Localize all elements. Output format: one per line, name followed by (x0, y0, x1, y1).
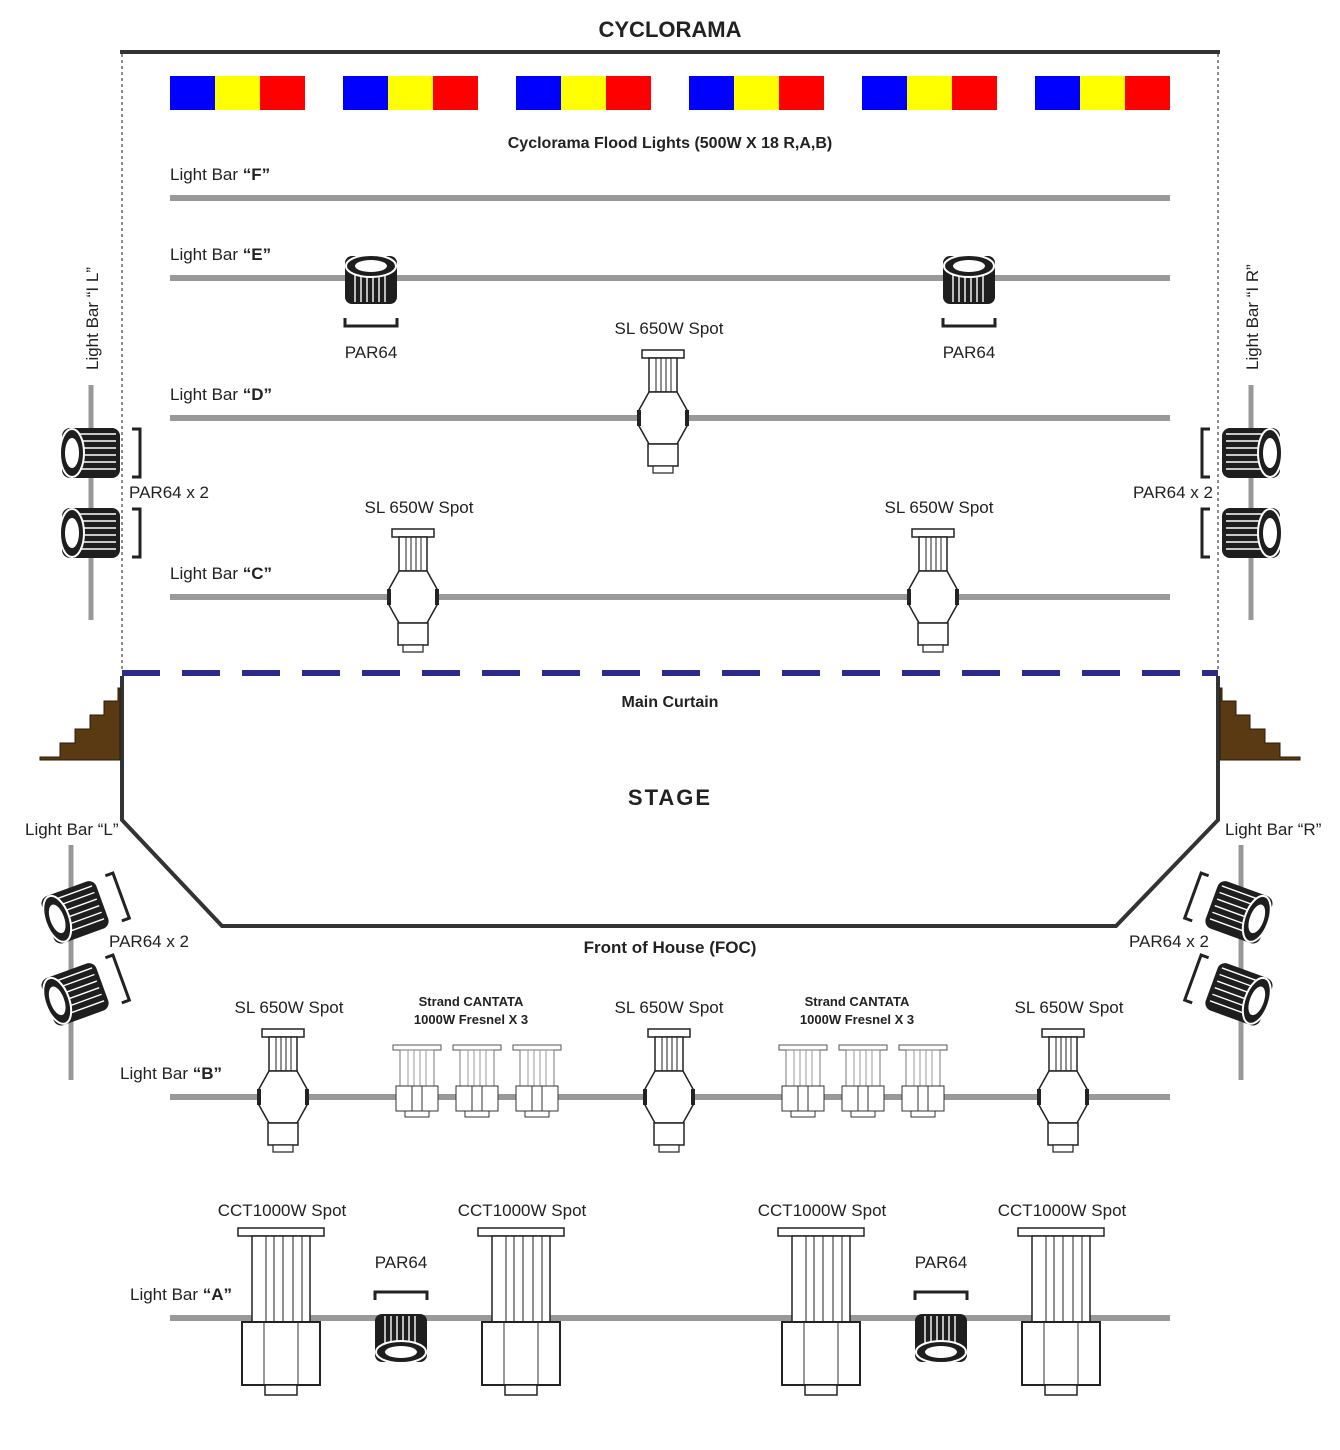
sl-spot-label: SL 650W Spot (615, 998, 724, 1017)
par64-icon (343, 253, 399, 328)
flood-amber (388, 76, 433, 110)
diagram-title: CYCLORAMA (599, 17, 742, 42)
light-bar-ir-label: Light Bar “I R” (1243, 264, 1262, 370)
sl-spot-label: SL 650W Spot (615, 319, 724, 338)
par64-x2-label: PAR64 x 2 (1133, 483, 1213, 502)
light-bar-l-label: Light Bar “L” (25, 820, 119, 839)
light-bar-e-label: Light Bar “E” (170, 245, 271, 264)
cct-spot-icon (477, 1227, 565, 1396)
flood-unit (689, 76, 824, 110)
flood-unit (1035, 76, 1170, 110)
par64-icon (1200, 506, 1284, 560)
par64-label: PAR64 (375, 1253, 428, 1272)
cct-spot-label: CCT1000W Spot (758, 1201, 887, 1220)
sl-spot-icon (636, 349, 690, 474)
sl-spot-icon (256, 1028, 310, 1153)
sl-spot-icon (1036, 1028, 1090, 1153)
flood-blue (1035, 76, 1080, 110)
par64-label: PAR64 (345, 343, 398, 362)
sl-spot-icon (906, 528, 960, 653)
light-bar-b-label: Light Bar “B” (120, 1064, 222, 1083)
cyclorama-flood-label: Cyclorama Flood Lights (500W X 18 R,A,B) (508, 135, 833, 152)
par64-icon (1200, 426, 1284, 480)
flood-unit (170, 76, 305, 110)
stage-label: STAGE (628, 785, 712, 810)
stairs-left-icon (39, 687, 121, 761)
light-bar-f-label: Light Bar “F” (170, 165, 270, 184)
flood-blue (516, 76, 561, 110)
par64-icon (58, 506, 142, 560)
flood-blue (862, 76, 907, 110)
cyclorama-flood-lights (170, 76, 1170, 110)
cct-spot-icon (237, 1227, 325, 1396)
cantata-label-line2: 1000W Fresnel X 3 (414, 1012, 528, 1027)
cct-spot-icon (777, 1227, 865, 1396)
main-curtain-label: Main Curtain (622, 694, 719, 711)
light-bar-il-label: Light Bar “I L” (83, 267, 102, 370)
flood-amber (734, 76, 779, 110)
sl-spot-icon (386, 528, 440, 653)
flood-red (260, 76, 305, 110)
flood-amber (561, 76, 606, 110)
light-bar-d-label: Light Bar “D” (170, 385, 272, 404)
par64-x2-label: PAR64 x 2 (129, 483, 209, 502)
sl-spot-label: SL 650W Spot (365, 498, 474, 517)
flood-unit (862, 76, 997, 110)
flood-red (779, 76, 824, 110)
par64-icon (941, 253, 997, 328)
front-of-house-label: Front of House (FOC) (584, 938, 757, 957)
flood-blue (170, 76, 215, 110)
flood-unit (516, 76, 651, 110)
fresnel-icon (392, 1044, 442, 1118)
cct-spot-label: CCT1000W Spot (998, 1201, 1127, 1220)
fresnel-icon (778, 1044, 828, 1118)
par64-label: PAR64 (943, 343, 996, 362)
cct-spot-label: CCT1000W Spot (218, 1201, 347, 1220)
flood-red (606, 76, 651, 110)
flood-blue (343, 76, 388, 110)
fresnel-icon (512, 1044, 562, 1118)
stairs-right-icon (1219, 687, 1301, 761)
par64-icon (373, 1290, 429, 1365)
par64-x2-label: PAR64 x 2 (109, 932, 189, 951)
sl-spot-label: SL 650W Spot (885, 498, 994, 517)
sl-spot-icon (642, 1028, 696, 1153)
par64-label: PAR64 (915, 1253, 968, 1272)
fresnel-icon (898, 1044, 948, 1118)
par64-icon (913, 1290, 969, 1365)
fresnel-icon (452, 1044, 502, 1118)
sl-spot-label: SL 650W Spot (235, 998, 344, 1017)
light-bar-a-label: Light Bar “A” (130, 1285, 232, 1304)
light-bar-r-label: Light Bar “R” (1225, 820, 1322, 839)
flood-amber (1080, 76, 1125, 110)
par64-icon (58, 426, 142, 480)
flood-amber (907, 76, 952, 110)
flood-blue (689, 76, 734, 110)
fresnel-icon (838, 1044, 888, 1118)
light-bar-c-label: Light Bar “C” (170, 564, 272, 583)
flood-unit (343, 76, 478, 110)
sl-spot-label: SL 650W Spot (1015, 998, 1124, 1017)
par64-icon (1182, 952, 1279, 1030)
par64-icon (35, 952, 132, 1030)
flood-red (1125, 76, 1170, 110)
cct-spot-label: CCT1000W Spot (458, 1201, 587, 1220)
cantata-label-line2: 1000W Fresnel X 3 (800, 1012, 914, 1027)
stage-outline (120, 676, 1220, 928)
cantata-label-line1: Strand CANTATA (419, 994, 524, 1009)
flood-amber (215, 76, 260, 110)
cct-spot-icon (1017, 1227, 1105, 1396)
flood-red (433, 76, 478, 110)
flood-red (952, 76, 997, 110)
par64-x2-label: PAR64 x 2 (1129, 932, 1209, 951)
cantata-label-line1: Strand CANTATA (805, 994, 910, 1009)
